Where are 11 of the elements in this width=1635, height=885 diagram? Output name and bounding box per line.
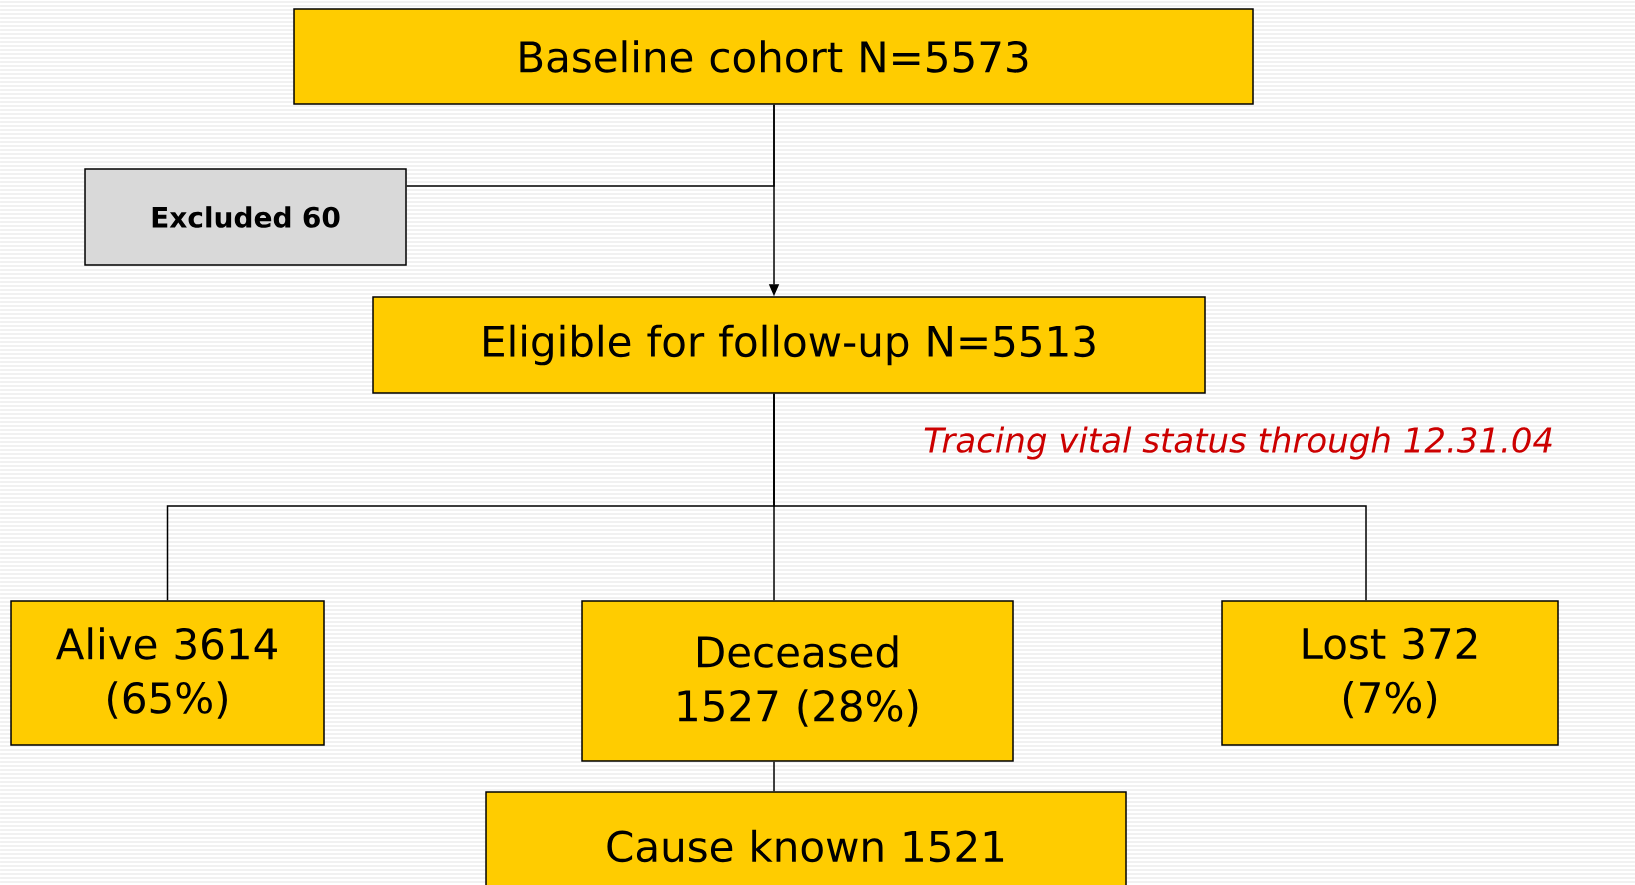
connector xyxy=(406,104,775,187)
connector xyxy=(773,761,775,792)
flow-box: Cause known 1521 xyxy=(485,791,1127,885)
flow-box: Alive 3614 (65%) xyxy=(10,600,325,746)
flow-box: Baseline cohort N=5573 xyxy=(293,8,1254,105)
flow-box: Deceased 1527 (28%) xyxy=(581,600,1014,762)
flow-box: Lost 372 (7%) xyxy=(1221,600,1559,746)
connector xyxy=(773,393,1367,601)
annotation: Tracing vital status through 12.31.04 xyxy=(924,426,1552,460)
flow-box: Eligible for follow-up N=5513 xyxy=(372,296,1206,394)
excluded-box: Excluded 60 xyxy=(84,168,407,266)
